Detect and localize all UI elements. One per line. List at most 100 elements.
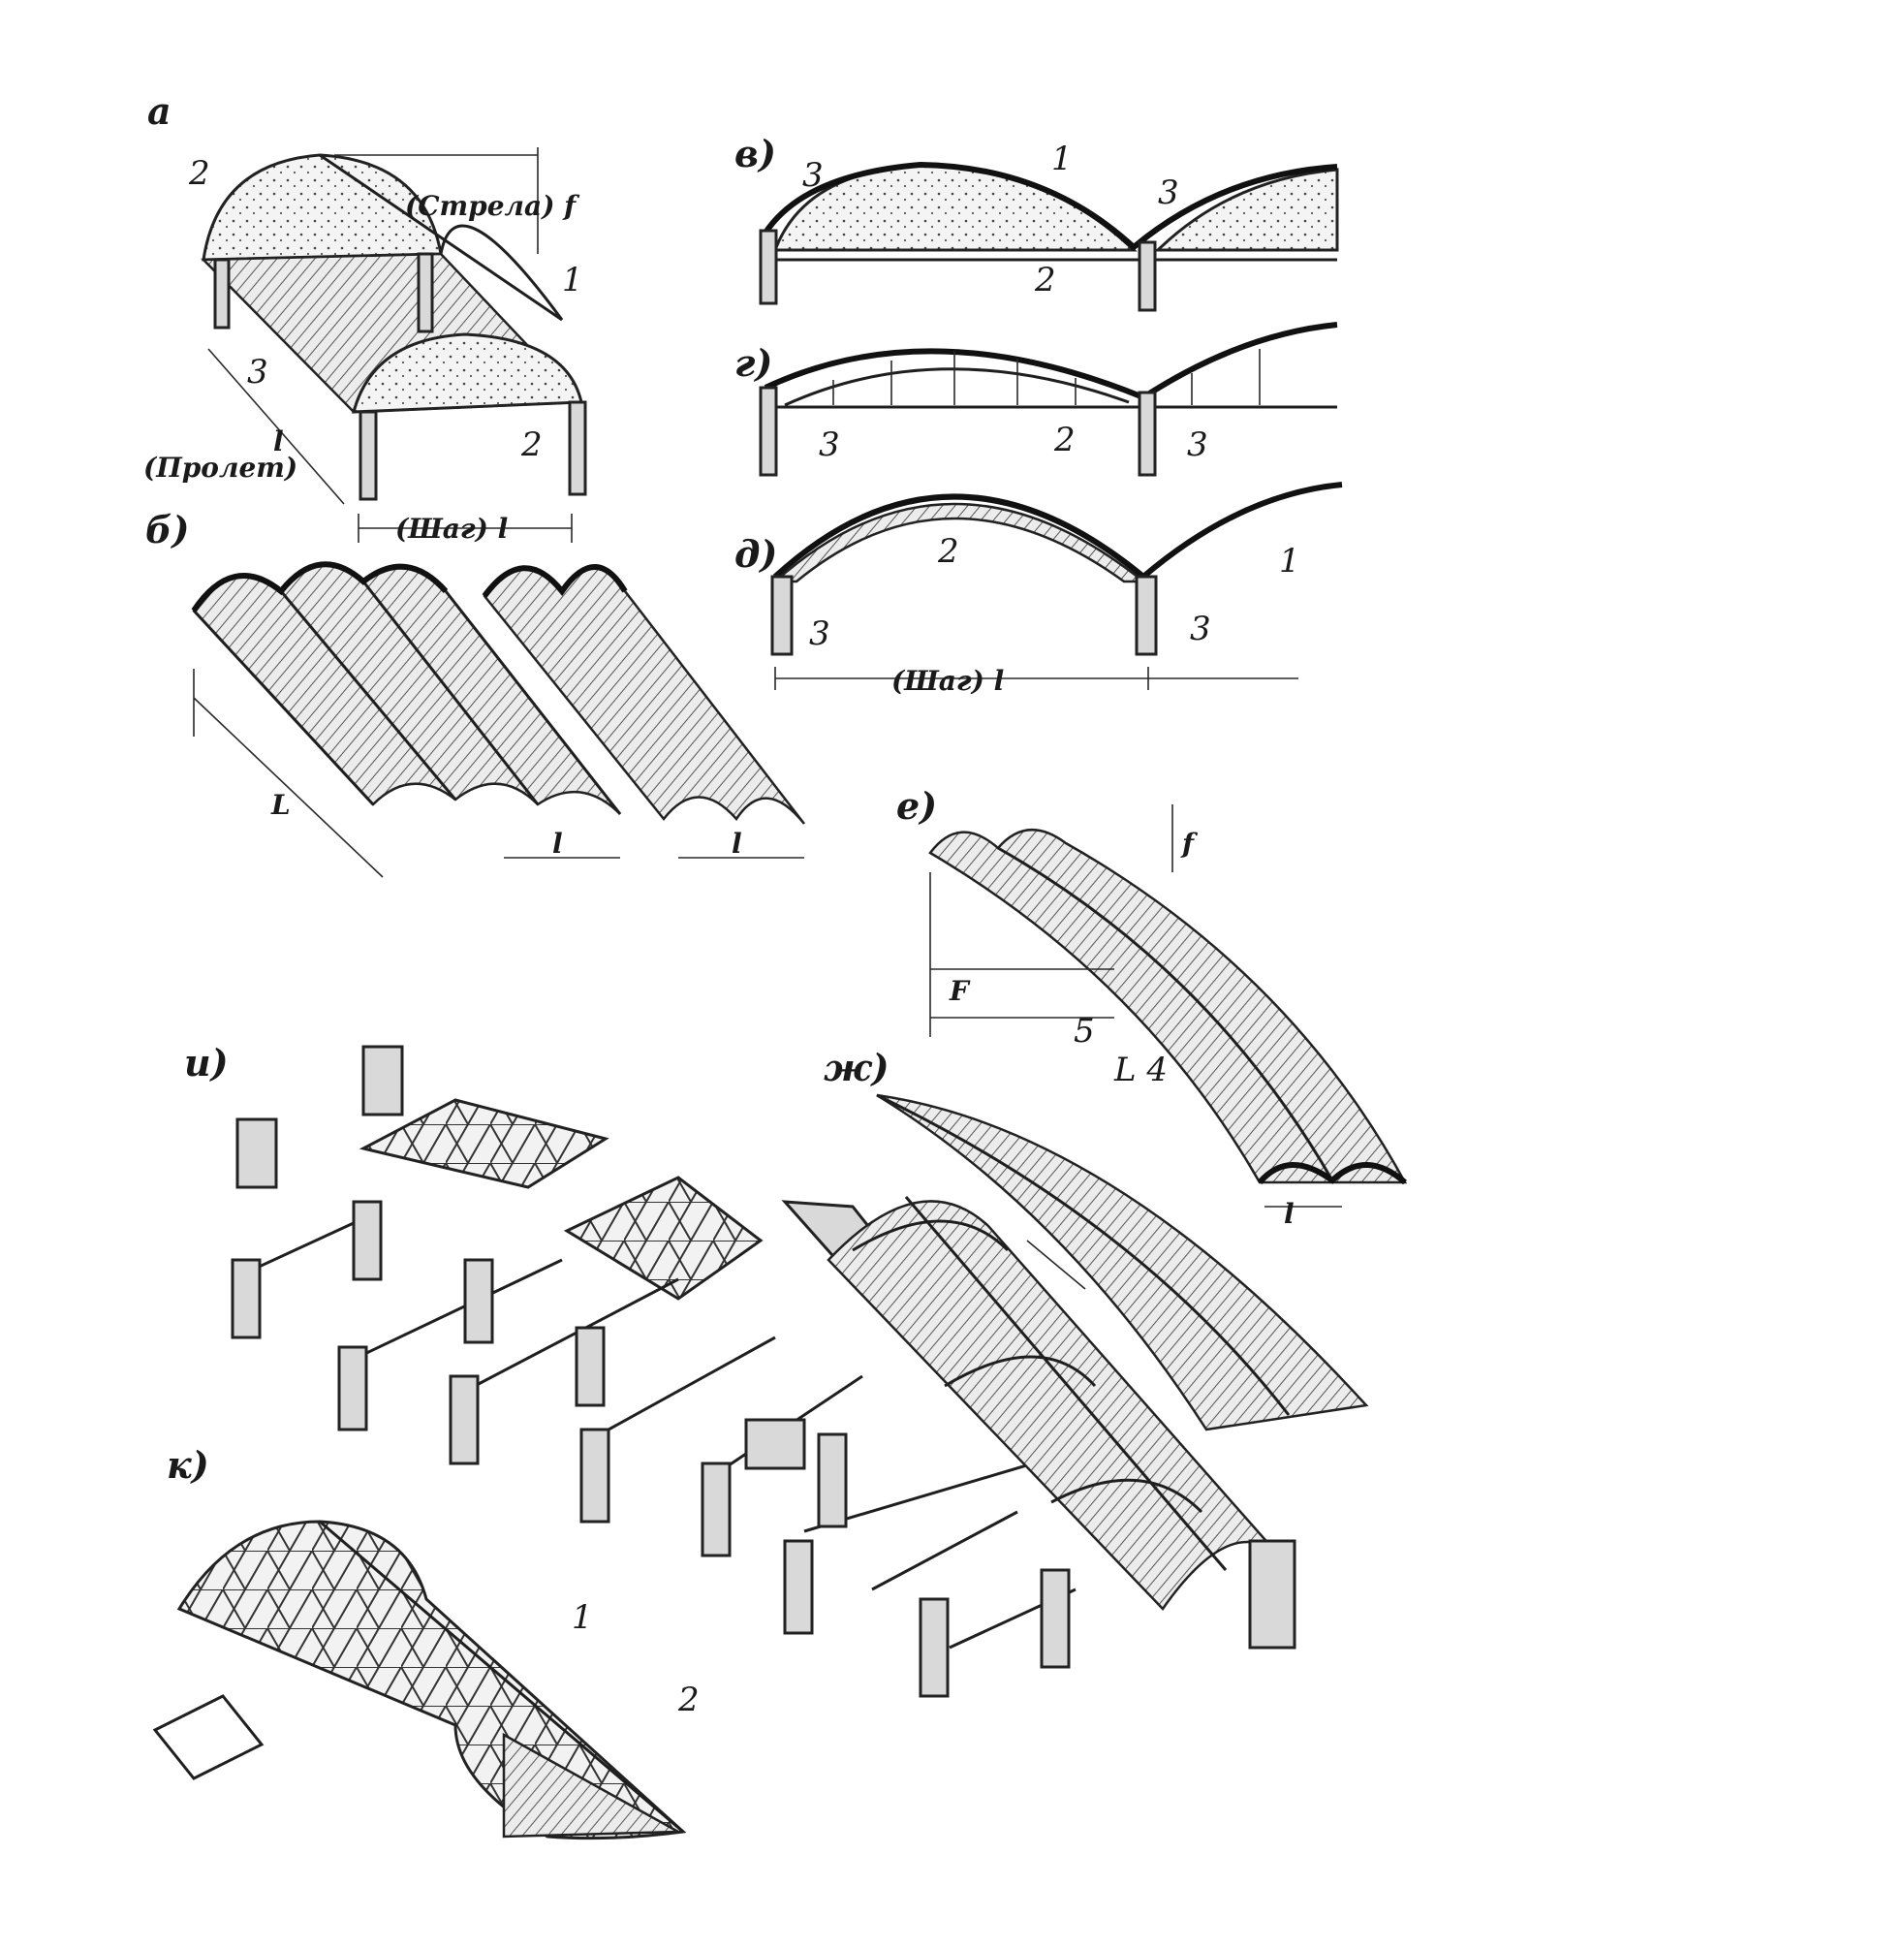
panel-e-shallow-shells: е) f F 5 L 4 l bbox=[896, 784, 1408, 1230]
column bbox=[579, 1428, 610, 1524]
label-1: 1 bbox=[572, 1598, 593, 1637]
dimension-l: l bbox=[1284, 1198, 1295, 1230]
column bbox=[919, 1597, 950, 1698]
dimension-lines bbox=[207, 147, 573, 543]
column bbox=[417, 252, 434, 333]
panel-a-barrel-shell: а 2 2 3 1 (Стрела) f l (Пролет) (Шаг) l bbox=[143, 89, 587, 545]
panel-d-tag: д) bbox=[734, 532, 777, 576]
label-3: 3 bbox=[809, 614, 830, 653]
panel-g-tag: г) bbox=[734, 341, 772, 385]
shell-end-profile bbox=[1257, 1162, 1407, 1185]
column bbox=[359, 410, 378, 501]
column bbox=[463, 1258, 494, 1344]
label-3: 3 bbox=[1187, 425, 1208, 464]
column bbox=[575, 1326, 606, 1407]
solid-diaphragm-next bbox=[1154, 168, 1339, 252]
label-1: 1 bbox=[1051, 140, 1073, 178]
wave-valleys bbox=[192, 581, 622, 815]
dimension-f: f bbox=[1180, 828, 1199, 860]
foundations-grid bbox=[231, 1200, 1077, 1698]
panel-k-lattice-vault: к) 1 2 bbox=[152, 1443, 700, 1840]
shell-valley bbox=[997, 846, 1334, 1181]
panel-e-tag: е) bbox=[896, 784, 937, 828]
label-5: 5 bbox=[1074, 1012, 1095, 1051]
panel-zh-tag: ж) bbox=[824, 1046, 890, 1089]
column bbox=[783, 1539, 814, 1635]
column bbox=[759, 386, 778, 477]
shell-edge bbox=[439, 224, 564, 321]
label-3: 3 bbox=[1158, 173, 1179, 212]
label-1: 1 bbox=[1279, 542, 1300, 581]
shell-joints bbox=[852, 1196, 1228, 1571]
label-2: 2 bbox=[1034, 261, 1056, 299]
dimension-shag: (Шаг) l bbox=[395, 513, 508, 545]
dimension-prolet: (Пролет) bbox=[143, 452, 297, 484]
wave-ends-pair bbox=[482, 564, 628, 598]
label-L4: L 4 bbox=[1113, 1051, 1168, 1089]
column bbox=[568, 400, 587, 496]
column bbox=[337, 1345, 368, 1431]
label-2: 2 bbox=[520, 425, 543, 464]
lattice-vault bbox=[176, 1520, 687, 1840]
panel-i-tag: и) bbox=[184, 1041, 229, 1085]
column bbox=[1138, 240, 1157, 312]
panel-i-assembly-scheme: и) bbox=[184, 1041, 1296, 1698]
truss-panel bbox=[563, 1176, 764, 1301]
panel-b-tag: б) bbox=[145, 508, 189, 551]
shell-profile bbox=[772, 482, 1343, 581]
column bbox=[449, 1374, 480, 1465]
vault-ridge bbox=[319, 1520, 684, 1834]
column-fork bbox=[235, 1117, 278, 1189]
lattice-element bbox=[152, 1694, 265, 1780]
column bbox=[213, 258, 231, 330]
vault-end-wall bbox=[502, 1732, 683, 1839]
panel-b-multiwave-shells: б) L l l bbox=[145, 508, 805, 878]
column bbox=[352, 1200, 383, 1281]
dimension-l: l bbox=[552, 828, 563, 860]
label-3: 3 bbox=[802, 156, 824, 195]
top-chord bbox=[784, 367, 1130, 407]
label-3: 3 bbox=[247, 353, 268, 392]
label-3: 3 bbox=[819, 425, 840, 464]
dimension-L: L bbox=[270, 789, 291, 821]
column bbox=[759, 229, 778, 305]
end-column bbox=[1248, 1539, 1296, 1650]
dimension-lines bbox=[193, 669, 804, 878]
column bbox=[1138, 391, 1157, 477]
wave-ends bbox=[191, 561, 449, 613]
shell-crown bbox=[319, 153, 563, 322]
panel-k-tag: к) bbox=[167, 1443, 209, 1487]
column bbox=[1040, 1568, 1071, 1669]
crane-block bbox=[744, 1418, 806, 1470]
panel-v-section-diaphragm: в) 1 3 3 2 bbox=[734, 132, 1339, 312]
dimension-lines bbox=[929, 804, 1342, 1208]
panel-a-tag: а bbox=[147, 89, 172, 133]
arch-diaphragm bbox=[771, 502, 1147, 583]
label-2: 2 bbox=[1053, 421, 1076, 459]
column bbox=[1135, 575, 1158, 656]
shell-profile bbox=[764, 322, 1338, 401]
dimension-l: l bbox=[273, 425, 284, 457]
end-diaphragm-near bbox=[352, 332, 583, 414]
panel-d-section-arch-diaphragm: д) 2 1 3 3 (Шаг) l bbox=[734, 482, 1343, 697]
column bbox=[701, 1462, 732, 1557]
column bbox=[231, 1258, 262, 1339]
dimension-line bbox=[774, 667, 1298, 690]
column bbox=[817, 1432, 848, 1528]
dimension-strela: (Стрела) f bbox=[405, 190, 580, 222]
dimension-l: l bbox=[732, 828, 742, 860]
label-2: 2 bbox=[937, 532, 959, 571]
label-1: 1 bbox=[562, 261, 583, 299]
shell-surface bbox=[876, 1093, 1369, 1431]
column bbox=[770, 575, 794, 656]
label-2: 2 bbox=[677, 1681, 700, 1719]
label-3: 3 bbox=[1190, 610, 1211, 648]
panel-v-tag: в) bbox=[734, 132, 776, 175]
assembled-shell-roof bbox=[827, 1200, 1280, 1611]
column-fork bbox=[361, 1045, 404, 1116]
panel-g-section-truss-diaphragm: г) 3 3 2 bbox=[734, 322, 1338, 477]
dimension-F: F bbox=[949, 975, 971, 1007]
shell-generatrix bbox=[876, 1093, 1291, 1416]
truss-panel bbox=[359, 1098, 609, 1189]
